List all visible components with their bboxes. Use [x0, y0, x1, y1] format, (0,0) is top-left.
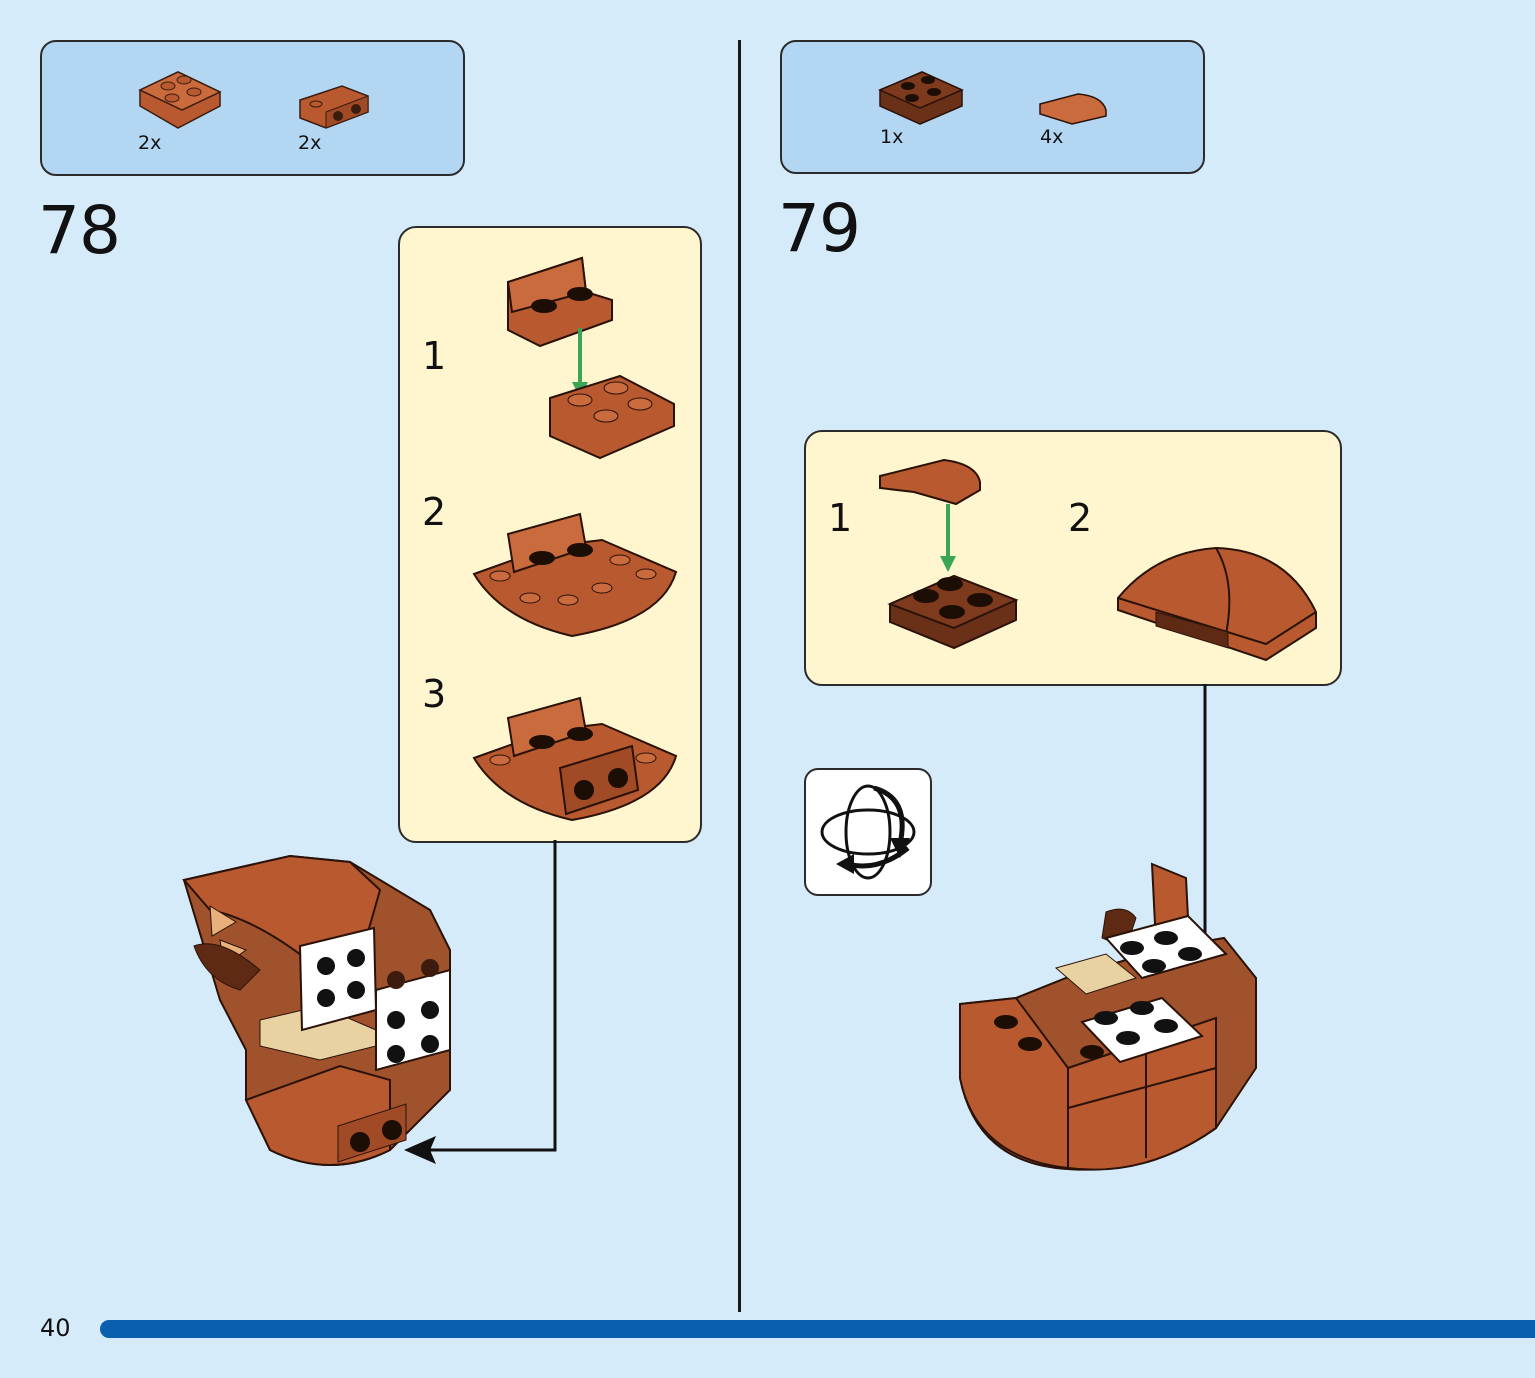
sub-step-number: 1 — [828, 496, 853, 540]
part-quantity: 2x — [138, 132, 162, 154]
page-number: 40 — [40, 1314, 71, 1342]
rotate-model-icon — [804, 768, 932, 896]
model-illustration-step-79 — [959, 862, 1257, 1171]
sub-assembly-box-step-78: 1 2 3 — [398, 226, 702, 843]
sub-step-2-illustration — [472, 512, 678, 638]
sub-step-number: 3 — [422, 672, 447, 716]
progress-bar — [100, 1320, 1535, 1338]
connector-arrow — [404, 840, 557, 1164]
sub-step-number: 2 — [1068, 496, 1093, 540]
part-quantity: 4x — [1040, 126, 1064, 148]
parts-list-step-78: 2x 2x — [40, 40, 465, 176]
curved-plate-brick-icon — [138, 71, 222, 129]
sub-step-number: 2 — [422, 490, 447, 534]
dark-2x2-plate-icon — [878, 71, 964, 125]
rotate-arrows-icon — [820, 784, 916, 880]
part-quantity: 1x — [880, 126, 904, 148]
column-divider — [738, 40, 741, 1312]
sub-step-1-illustration — [506, 256, 675, 460]
sub-step-2-illustration — [1117, 546, 1317, 662]
sub-step-number: 1 — [422, 334, 447, 378]
step-number: 78 — [38, 192, 121, 269]
sub-assembly-box-step-79: 1 2 — [804, 430, 1342, 686]
sub-step-3-illustration — [472, 696, 678, 822]
part-quantity: 2x — [298, 132, 322, 154]
bracket-plate-icon — [299, 85, 369, 129]
curved-slope-tile-icon — [1039, 93, 1107, 125]
parts-list-step-79: 1x 4x — [780, 40, 1205, 174]
step-number: 79 — [778, 190, 861, 267]
model-illustration-step-78 — [182, 854, 451, 1166]
sub-step-1-illustration — [879, 458, 1019, 650]
